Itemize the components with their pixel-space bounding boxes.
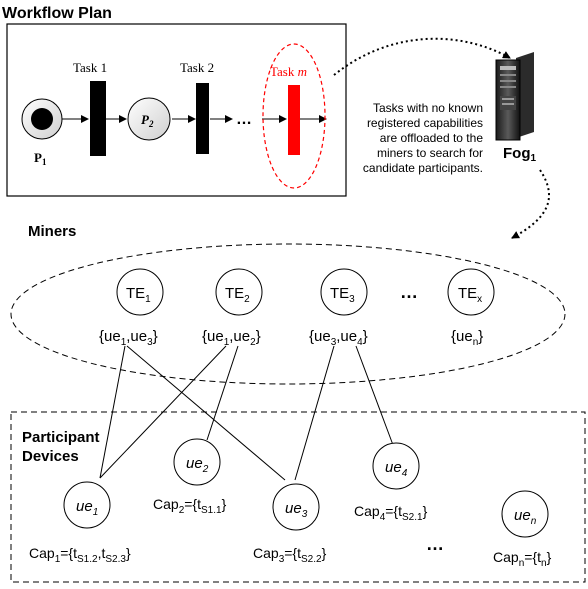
miner-label: TE2 [225, 285, 250, 305]
workflow-title: Workflow Plan [2, 5, 112, 22]
device-label: ue1 [76, 498, 98, 518]
fog-to-miners-arrow [511, 169, 551, 239]
place-p1-token [31, 108, 53, 130]
offload-note: Tasks with no known registered capabilit… [363, 101, 483, 175]
place-p2-label: P2 [141, 112, 154, 129]
place-p1-label: P1 [34, 150, 47, 167]
capability-label: Cap3={tS2.2} [253, 545, 327, 565]
fog-label: Fog1 [503, 145, 537, 164]
device-label: ue3 [285, 500, 308, 520]
capability-label: Cap2={tS1.1} [153, 496, 227, 516]
miners-ellipsis: … [400, 282, 418, 302]
device-node: ue4 [372, 442, 420, 490]
task2-label: Task 2 [180, 60, 214, 75]
note-line: Tasks with no known [373, 101, 483, 115]
miners-boundary [10, 243, 566, 385]
miner-node: TE1 {ue1,ue3} [99, 268, 164, 348]
miner-node: TE3 {ue3,ue4} [309, 268, 368, 348]
task-m-bar [288, 85, 300, 155]
participants-ellipsis: … [426, 534, 444, 554]
device-node: uen [501, 490, 549, 538]
device-label: ue2 [186, 455, 209, 475]
capability-label: Capn={tn} [493, 549, 552, 569]
task-m-highlight [262, 43, 326, 189]
miner-set: {uen} [451, 328, 483, 348]
participants-boundary [10, 411, 586, 583]
miner-label: TEx [458, 285, 482, 305]
task2-bar [196, 83, 209, 154]
links [99, 345, 394, 481]
link-te2-ue2 [206, 345, 239, 441]
capability-label: Cap1={tS1.2,tS2.3} [29, 545, 131, 565]
miner-set: {ue1,ue2} [202, 328, 261, 348]
task-m-label: Task m [270, 64, 307, 79]
miner-set: {ue1,ue3} [99, 328, 158, 348]
participants-title: Devices [22, 448, 79, 465]
workflow-ellipsis: … [236, 111, 252, 128]
device-label: ue4 [385, 459, 408, 479]
task1-bar [90, 81, 106, 156]
note-line: are offloaded to the [380, 131, 484, 145]
link-te3-ue4 [355, 345, 394, 446]
miner-set: {ue3,ue4} [309, 328, 368, 348]
task1-label: Task 1 [73, 60, 107, 75]
note-line: miners to search for [377, 146, 483, 160]
link-te1-ue3 [126, 345, 286, 481]
device-node: ue1 [63, 481, 111, 529]
device-node: ue3 [272, 483, 320, 531]
note-line: candidate participants. [363, 161, 483, 175]
participants-title: Participant [22, 429, 100, 446]
place-p2 [127, 97, 171, 141]
device-label: uen [514, 507, 537, 527]
capability-label: Cap4={tS2.1} [354, 503, 428, 523]
miner-label: TE1 [126, 285, 151, 305]
workflow-frame [6, 23, 347, 197]
link-te3-ue3 [294, 345, 335, 481]
server-icon [495, 52, 534, 141]
miners-title: Miners [28, 223, 76, 240]
miner-label: TE3 [330, 285, 355, 305]
device-node: ue2 [173, 438, 221, 486]
miner-node: TE2 {ue1,ue2} [202, 268, 263, 348]
offload-arrow [333, 37, 511, 76]
miner-node: TEx {uen} [447, 268, 495, 348]
note-line: registered capabilities [367, 116, 483, 130]
